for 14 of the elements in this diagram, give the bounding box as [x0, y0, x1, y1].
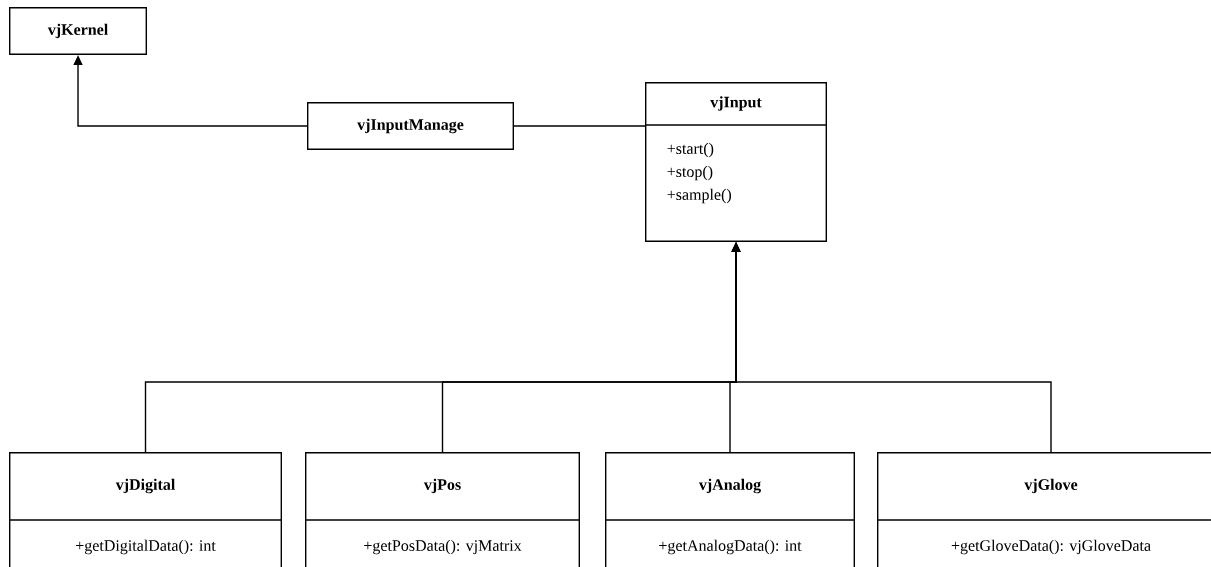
class-name: vjGlove [1024, 478, 1078, 494]
method: +getPosData(): vjMatrix [364, 539, 522, 555]
method: +stop() [667, 165, 713, 181]
method: +sample() [667, 188, 731, 204]
method: +start() [667, 142, 714, 158]
class-name: vjPos [423, 478, 461, 494]
class-name: vjInput [710, 96, 762, 111]
method: +getDigitalData(): int [76, 539, 216, 555]
class-name: vjDigital [115, 478, 175, 494]
method: +getAnalogData(): int [659, 539, 802, 555]
method: +getGloveData(): vjGloveData [951, 539, 1151, 555]
class-name: vjKernel [47, 23, 108, 39]
class-name: vjInputManage [357, 118, 464, 134]
class-name: vjAnalog [698, 478, 761, 494]
